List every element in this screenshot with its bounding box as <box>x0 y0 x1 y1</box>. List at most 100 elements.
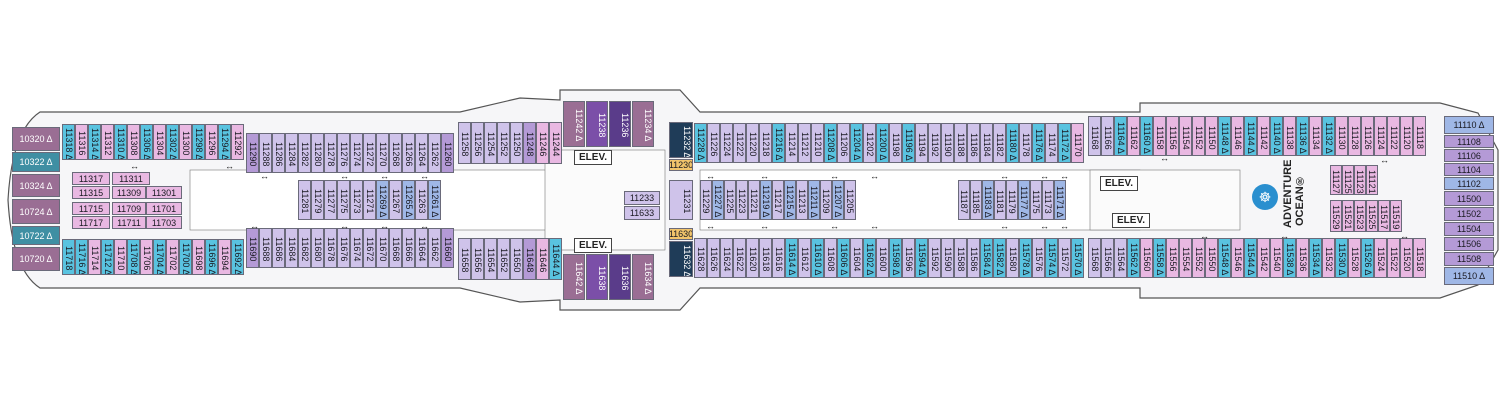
cabin[interactable]: 11230 <box>669 159 693 171</box>
cabin[interactable]: 10322 Δ <box>12 152 60 172</box>
cabin[interactable]: 11525 <box>1366 200 1378 232</box>
cabin[interactable]: 11200 Δ <box>876 123 889 163</box>
cabin[interactable]: 11315 <box>72 186 110 199</box>
cabin[interactable]: 11701 <box>146 202 182 215</box>
cabin[interactable]: 11244 <box>549 122 562 164</box>
cabin[interactable]: 11308 <box>127 124 140 160</box>
cabin[interactable]: 11614 Δ <box>785 238 798 278</box>
cabin[interactable]: 11309 <box>112 186 146 199</box>
cabin[interactable]: 11582 Δ <box>993 238 1006 278</box>
cabin[interactable]: 10722 Δ <box>12 226 60 245</box>
cabin[interactable]: 11650 <box>510 238 523 280</box>
cabin[interactable]: 11714 <box>88 239 101 275</box>
cabin[interactable]: 11660 <box>441 228 454 268</box>
cabin[interactable]: 11266 <box>402 133 415 173</box>
cabin[interactable]: 11616 <box>772 238 785 278</box>
cabin[interactable]: 11212 <box>798 123 811 163</box>
cabin[interactable]: 11718 <box>62 239 75 275</box>
cabin[interactable]: 11618 <box>759 238 772 278</box>
cabin[interactable]: 11178 <box>1019 123 1032 163</box>
cabin[interactable]: 11590 <box>941 238 954 278</box>
cabin[interactable]: 11602 Δ <box>863 238 876 278</box>
cabin[interactable]: 11529 <box>1330 200 1342 232</box>
cabin[interactable]: 11261 Δ <box>428 180 441 220</box>
cabin[interactable]: 11684 <box>285 228 298 268</box>
cabin[interactable]: 11644 Δ <box>549 238 562 280</box>
cabin[interactable]: 11202 <box>863 123 876 163</box>
cabin[interactable]: 11150 <box>1205 116 1218 156</box>
elevator-label[interactable]: ELEV. <box>574 150 612 165</box>
cabin[interactable]: 10724 Δ <box>12 199 60 224</box>
cabin[interactable]: 11510 Δ <box>1444 267 1494 285</box>
cabin[interactable]: 11568 <box>1088 238 1101 278</box>
elevator-label[interactable]: ELEV. <box>1100 176 1138 191</box>
cabin[interactable]: 11692 Δ <box>231 239 244 275</box>
cabin[interactable]: 11288 <box>259 133 272 173</box>
cabin[interactable]: 11224 <box>720 123 733 163</box>
cabin[interactable]: 11218 <box>759 123 772 163</box>
elevator-label[interactable]: ELEV. <box>574 238 612 253</box>
cabin[interactable]: 11301 <box>146 186 182 199</box>
cabin[interactable]: 11177 Δ <box>1018 180 1030 220</box>
cabin[interactable]: 11522 <box>1387 238 1400 278</box>
cabin[interactable]: 11702 <box>166 239 179 275</box>
cabin[interactable]: 11294 Δ <box>218 124 231 160</box>
cabin[interactable]: 11180 Δ <box>1006 123 1019 163</box>
cabin[interactable]: 11204 Δ <box>850 123 863 163</box>
cabin[interactable]: 11268 <box>389 133 402 173</box>
cabin[interactable]: 11127 <box>1330 165 1342 195</box>
cabin[interactable]: 11104 <box>1444 163 1494 176</box>
cabin[interactable]: 11508 <box>1444 252 1494 266</box>
cabin[interactable]: 11296 <box>205 124 218 160</box>
cabin[interactable]: 11700 Δ <box>179 239 192 275</box>
cabin[interactable]: 11262 <box>428 133 441 173</box>
cabin[interactable]: 11626 <box>707 238 720 278</box>
cabin[interactable]: 11176 Δ <box>1032 123 1045 163</box>
cabin[interactable]: 11580 <box>1006 238 1019 278</box>
cabin[interactable]: 11638 <box>586 254 608 300</box>
cabin[interactable]: 11236 <box>609 101 631 147</box>
cabin[interactable]: 11232 Δ <box>669 122 693 158</box>
cabin[interactable]: 11173 <box>1042 180 1054 220</box>
cabin[interactable]: 11538 Δ <box>1283 238 1296 278</box>
cabin[interactable]: 11670 <box>376 228 389 268</box>
cabin[interactable]: 11688 <box>259 228 272 268</box>
cabin[interactable]: 11273 <box>350 180 363 220</box>
cabin[interactable]: 11136 Δ <box>1296 116 1309 156</box>
cabin[interactable]: 11162 <box>1127 116 1140 156</box>
cabin[interactable]: 11634 Δ <box>632 254 654 300</box>
cabin[interactable]: 11278 <box>324 133 337 173</box>
cabin[interactable]: 11284 <box>285 133 298 173</box>
cabin[interactable]: 11630 <box>669 228 693 240</box>
cabin[interactable]: 11192 <box>928 123 941 163</box>
cabin[interactable]: 11215 Δ <box>784 180 796 220</box>
cabin[interactable]: 11281 <box>298 180 311 220</box>
cabin[interactable]: 11300 <box>179 124 192 160</box>
cabin[interactable]: 11209 <box>820 180 832 220</box>
cabin[interactable]: 11134 <box>1309 116 1322 156</box>
cabin[interactable]: 11715 <box>72 202 110 215</box>
cabin[interactable]: 11570 Δ <box>1071 238 1084 278</box>
cabin[interactable]: 11152 <box>1192 116 1205 156</box>
cabin[interactable]: 11274 <box>350 133 363 173</box>
cabin[interactable]: 11164 Δ <box>1114 116 1127 156</box>
cabin[interactable]: 11690 <box>246 228 259 268</box>
cabin[interactable]: 11272 <box>363 133 376 173</box>
cabin[interactable]: 11210 <box>811 123 824 163</box>
cabin[interactable]: 11576 <box>1032 238 1045 278</box>
cabin[interactable]: 11536 <box>1296 238 1309 278</box>
cabin[interactable]: 11709 <box>112 202 146 215</box>
cabin[interactable]: 11636 <box>609 254 631 300</box>
cabin[interactable]: 11223 <box>736 180 748 220</box>
cabin[interactable]: 11574 Δ <box>1045 238 1058 278</box>
cabin[interactable]: 11518 <box>1413 238 1426 278</box>
cabin[interactable]: 11121 <box>1366 165 1378 195</box>
cabin[interactable]: 11704 Δ <box>153 239 166 275</box>
cabin[interactable]: 11238 <box>586 101 608 147</box>
cabin[interactable]: 11214 <box>785 123 798 163</box>
cabin[interactable]: 11182 <box>993 123 1006 163</box>
cabin[interactable]: 11286 <box>272 133 285 173</box>
cabin[interactable]: 11124 <box>1374 116 1387 156</box>
cabin[interactable]: 11171 Δ <box>1054 180 1066 220</box>
cabin[interactable]: 11317 <box>72 172 110 185</box>
